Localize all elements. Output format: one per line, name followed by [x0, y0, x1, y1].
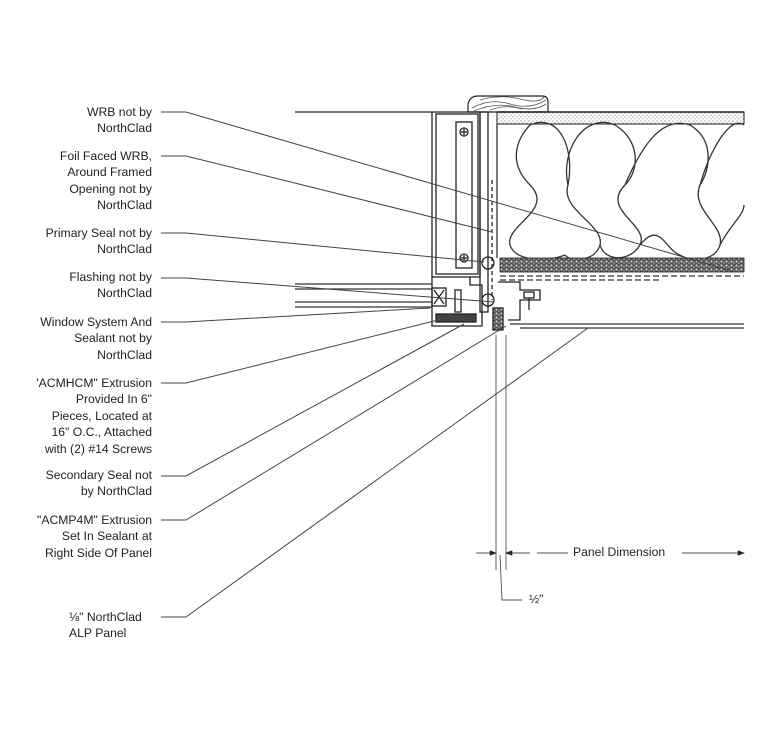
callout-flashing: Flashing not by NorthClad — [69, 269, 152, 302]
callout-wrb: WRB not by NorthClad — [87, 104, 152, 137]
callout-secondary-seal: Secondary Seal not by NorthClad — [46, 467, 152, 500]
callout-line: Foil Faced WRB, — [59, 149, 152, 163]
callout-line: Provided In 6" — [75, 392, 152, 407]
leader-foil-wrb — [161, 155, 493, 233]
callout-line: Pieces, Located at — [51, 408, 152, 423]
leader-flashing — [161, 277, 495, 303]
callout-primary-seal: Primary Seal not by NorthClad — [46, 225, 152, 258]
window-frame — [431, 111, 493, 313]
leader-primary-seal — [161, 232, 485, 263]
wood-blocking — [467, 95, 549, 113]
callout-line: ⅛" NorthClad — [69, 610, 142, 624]
alp-panel-face — [510, 323, 744, 329]
leader-secondary-seal — [161, 323, 465, 477]
leader-lines — [161, 111, 736, 618]
callout-line: NorthClad — [97, 198, 152, 213]
callout-line: NorthClad — [97, 286, 152, 301]
leader-acmhcm — [161, 314, 459, 384]
dimension-lines — [476, 335, 745, 601]
callout-line: Sealant not by — [74, 331, 152, 346]
callout-line: Opening not by — [69, 181, 152, 196]
sheathing-top — [496, 111, 745, 125]
leader-alp-panel — [161, 327, 589, 618]
callout-acmhcm: 'ACMHCM" Extrusion Provided In 6" Pieces… — [36, 375, 152, 457]
callout-alp-panel: ⅛" NorthClad ALP Panel — [69, 609, 142, 642]
callout-line: ALP Panel — [69, 626, 127, 641]
membrane-layer — [499, 257, 745, 281]
callout-line: Set In Sealant at — [61, 529, 152, 544]
callout-line: WRB not by — [86, 105, 152, 119]
callout-line: 'ACMHCM" Extrusion — [36, 376, 152, 390]
window-sill-extrusion — [431, 256, 541, 331]
callout-line: "ACMP4M" Extrusion — [37, 513, 152, 527]
callout-line: by NorthClad — [80, 484, 152, 499]
callout-line: Flashing not by — [69, 270, 152, 284]
panel-dimension-label: Panel Dimension — [573, 545, 666, 559]
glazing-unit — [295, 283, 432, 308]
callout-line: Secondary Seal not — [45, 468, 152, 482]
callout-line: with (2) #14 Screws — [44, 441, 152, 456]
callout-foil-wrb: Foil Faced WRB, Around Framed Opening no… — [60, 148, 152, 214]
callout-line: 16" O.C., Attached — [51, 425, 152, 440]
leader-window-system — [161, 307, 431, 323]
leader-acmp4m — [161, 325, 507, 521]
callout-line: NorthClad — [97, 347, 152, 362]
callout-line: Right Side Of Panel — [44, 545, 152, 560]
callout-acmp4m: "ACMP4M" Extrusion Set In Sealant at Rig… — [37, 512, 152, 561]
callout-line: NorthClad — [97, 242, 152, 257]
callout-line: Around Framed — [67, 165, 152, 180]
callout-line: Window System And — [40, 315, 152, 329]
callout-line: Primary Seal not by — [45, 226, 152, 240]
gap-dimension-label: ½" — [529, 592, 544, 606]
callout-line: NorthClad — [97, 121, 152, 136]
callout-window-system: Window System And Sealant not by NorthCl… — [40, 314, 152, 363]
leader-wrb — [161, 111, 736, 273]
